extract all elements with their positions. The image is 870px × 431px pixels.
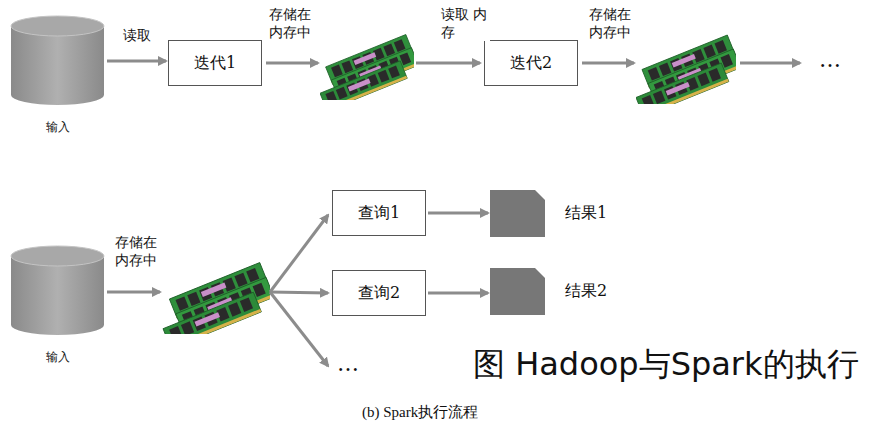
cylinder-shape: [10, 15, 105, 107]
arrow-note: 存储在 内存中: [268, 6, 318, 41]
result-document: [490, 268, 545, 315]
connector-label: 读取: [122, 27, 152, 45]
process-box: 迭代1: [168, 40, 262, 86]
process-box: 迭代2: [484, 40, 578, 86]
flow-connector: [107, 60, 166, 63]
process-box: 查询2: [332, 270, 426, 316]
result-label: 结果1: [565, 203, 607, 224]
figure-caption: (b) Spark执行流程: [362, 403, 478, 422]
ellipsis: …: [336, 350, 360, 378]
arrow-note: 存储在 内存中: [588, 6, 638, 41]
result-label: 结果2: [565, 281, 607, 302]
process-label: 迭代2: [510, 53, 552, 74]
storage-label: 输入: [10, 349, 105, 366]
result-document: [490, 190, 545, 237]
flow-connector: [428, 292, 488, 295]
storage-cylinder: 输入: [10, 15, 105, 136]
result-item: 结果1: [490, 190, 607, 237]
flow-connector: [428, 212, 488, 215]
storage-label: 输入: [10, 119, 105, 136]
ellipsis: …: [818, 46, 842, 74]
flow-arrows: [107, 63, 800, 366]
arrow-note: 读取 内存: [440, 6, 490, 41]
process-label: 查询1: [358, 203, 400, 224]
arrow-note: 存储在 内存中: [114, 234, 164, 269]
process-label: 查询2: [358, 283, 400, 304]
ram-picture: [636, 35, 741, 116]
ram-picture: [163, 263, 274, 349]
cylinder-shape: [10, 245, 105, 337]
process-box: 查询1: [332, 190, 426, 236]
result-item: 结果2: [490, 268, 607, 315]
ram-picture: [320, 35, 419, 111]
storage-cylinder: 输入: [10, 245, 105, 366]
figure-title: 图 Hadoop与Spark的执行: [472, 344, 860, 384]
process-label: 迭代1: [194, 53, 236, 74]
